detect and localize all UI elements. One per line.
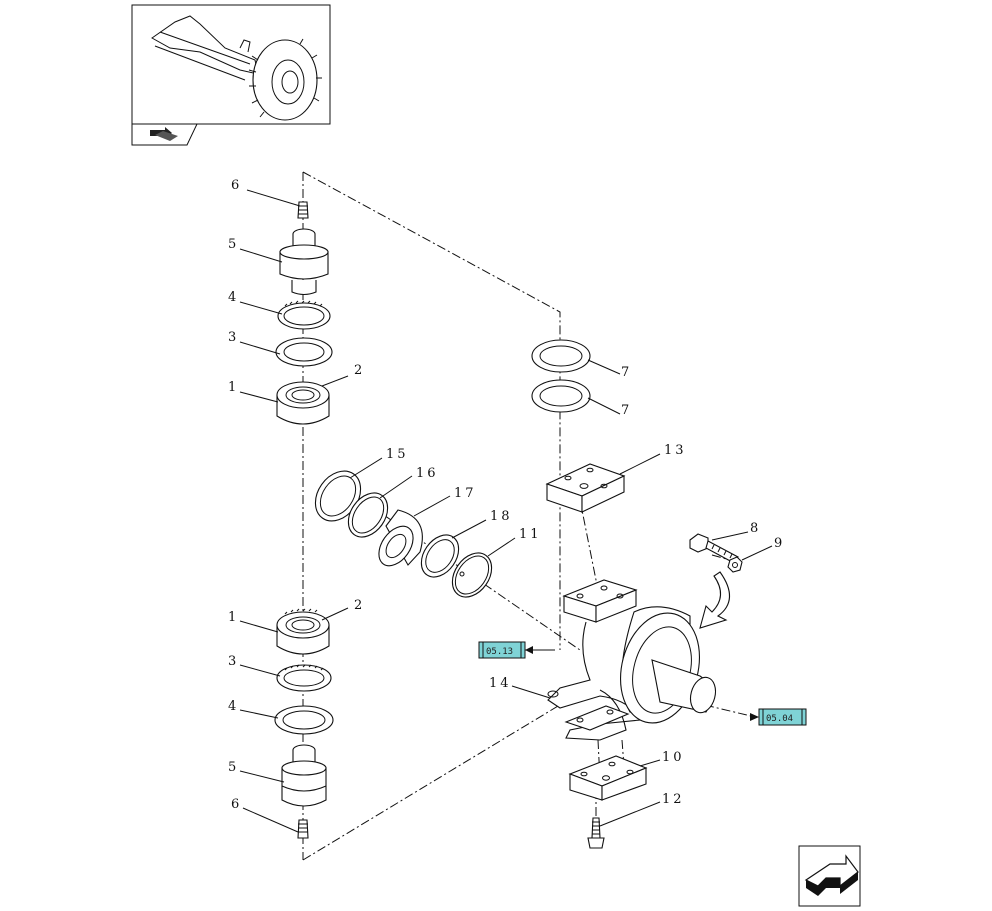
callout-4: 4 [228, 699, 239, 714]
reference-code: 05.13 [486, 647, 513, 657]
bolt-8[interactable] [689, 533, 739, 564]
next-page-button[interactable] [798, 845, 861, 907]
callout-11: 11 [519, 527, 542, 542]
mounting-plate-top[interactable] [545, 463, 626, 513]
ball-bearing-17[interactable] [372, 509, 423, 572]
circlip-11[interactable] [444, 546, 499, 605]
callout-6: 6 [231, 797, 242, 812]
callout-1: 1 [228, 610, 239, 625]
callout-10: 10 [662, 750, 685, 765]
reference-tag-left[interactable]: 05.13 [478, 641, 555, 659]
shim-washer-upper[interactable] [531, 339, 591, 373]
mounting-plate-bottom[interactable] [568, 755, 648, 801]
grease-nipple-top[interactable] [297, 201, 309, 219]
callout-3: 3 [228, 654, 239, 669]
nut-9[interactable] [727, 556, 743, 573]
callout-17: 17 [454, 486, 477, 501]
callout-3: 3 [228, 330, 239, 345]
callout-5: 5 [228, 760, 239, 775]
callout-18: 18 [490, 509, 513, 524]
bearing-cup-top[interactable] [276, 381, 330, 425]
thrust-washer-bottom[interactable] [274, 705, 334, 735]
callout-7: 7 [621, 403, 632, 418]
reference-tag-right[interactable]: 05.04 [750, 708, 807, 726]
needle-bearing-race-bottom[interactable] [276, 664, 332, 692]
callout-5: 5 [228, 237, 239, 252]
callout-13: 13 [664, 443, 687, 458]
callout-6: 6 [231, 178, 242, 193]
shim-washer-lower[interactable] [531, 379, 591, 413]
pivot-pin-bottom[interactable] [281, 744, 327, 807]
callout-14: 14 [489, 676, 512, 691]
thrust-washer-top[interactable] [275, 337, 333, 367]
pivot-pin-top[interactable] [279, 228, 329, 296]
callout-9: 9 [774, 536, 785, 551]
callout-7: 7 [621, 365, 632, 380]
leader-lines [239, 189, 773, 833]
thumbnail-frame[interactable] [131, 4, 331, 146]
steering-knuckle-14[interactable] [547, 579, 719, 741]
callout-4: 4 [228, 290, 239, 305]
needle-bearing-race-top[interactable] [277, 300, 331, 330]
screw-12[interactable] [587, 817, 605, 849]
seal-ring-16[interactable] [340, 486, 395, 545]
callout-15: 15 [386, 447, 409, 462]
bearing-cup-bottom[interactable] [276, 608, 330, 655]
callout-2: 2 [354, 598, 365, 613]
direction-arrow [699, 571, 731, 629]
callout-12: 12 [662, 792, 685, 807]
callout-16: 16 [416, 466, 439, 481]
nav-tab-icon[interactable] [131, 123, 198, 146]
callout-1: 1 [228, 380, 239, 395]
reference-code: 05.04 [766, 714, 793, 724]
grease-nipple-bottom[interactable] [297, 819, 309, 839]
axle-thumbnail-image [151, 15, 322, 121]
callout-2: 2 [354, 363, 365, 378]
callout-labels: 6 5 4 3 1 2 7 7 13 15 16 17 18 11 8 9 1 … [228, 178, 785, 812]
callout-8: 8 [750, 521, 761, 536]
